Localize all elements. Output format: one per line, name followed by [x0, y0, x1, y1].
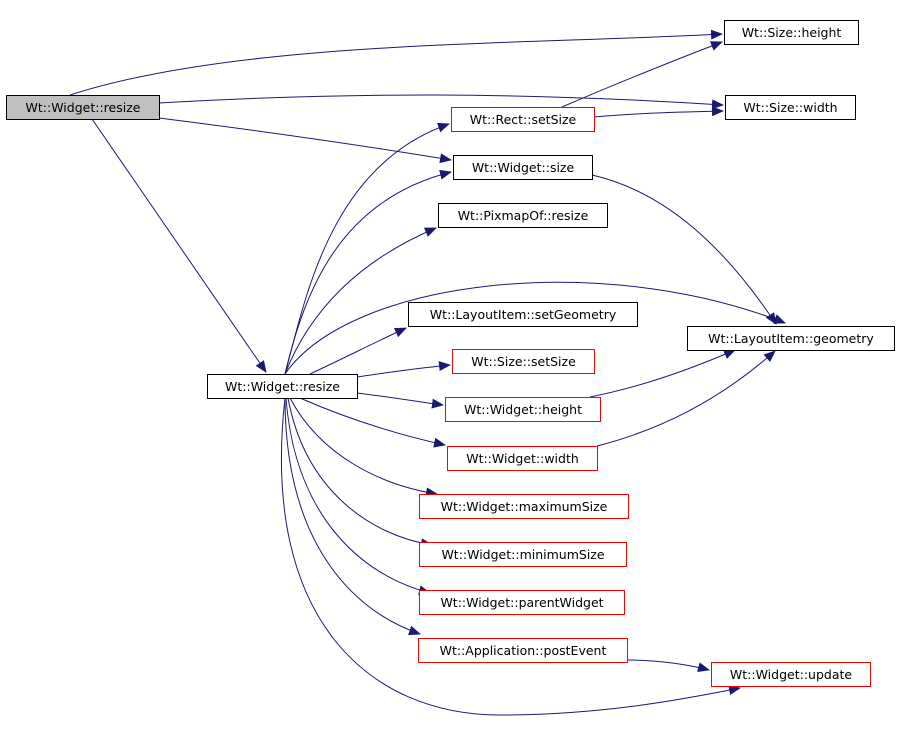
node-box	[207, 374, 358, 399]
node-label: Wt::Widget::update	[730, 667, 852, 682]
node-size_height[interactable]: Wt::Size::height	[724, 20, 859, 45]
edge-widget_resize2-to-rect_setsize	[284, 122, 450, 375]
node-app_postevent[interactable]: Wt::Application::postEvent	[418, 638, 628, 663]
node-box	[438, 203, 608, 228]
node-widget_update[interactable]: Wt::Widget::update	[711, 662, 871, 687]
node-pixmap_resize[interactable]: Wt::PixmapOf::resize	[438, 203, 608, 228]
node-label: Wt::Size::setSize	[471, 354, 576, 369]
node-box	[687, 326, 895, 351]
edge-widget_resize2-to-app_postevent	[284, 397, 421, 636]
node-label: Wt::LayoutItem::setGeometry	[430, 307, 617, 322]
node-layout_setgeometry[interactable]: Wt::LayoutItem::setGeometry	[408, 302, 638, 327]
edge-widget_resize2-to-widget_parent	[285, 397, 431, 596]
node-widget_width[interactable]: Wt::Widget::width	[447, 446, 598, 471]
node-box	[452, 349, 595, 374]
node-label: Wt::Widget::resize	[225, 379, 340, 394]
node-box	[419, 494, 629, 519]
edge-widget_resize2-to-widget_update	[280, 397, 741, 716]
edge-widget_resize2-to-widget_size	[284, 169, 452, 375]
node-box	[6, 95, 160, 120]
node-label: Wt::Size::height	[742, 25, 842, 40]
edge-widget_resize2-to-widget_maxsize	[289, 397, 438, 498]
node-size_width[interactable]: Wt::Size::width	[725, 95, 856, 120]
node-root[interactable]: Wt::Widget::resize	[6, 95, 160, 120]
node-box	[408, 302, 638, 327]
edge-widget_resize2-to-widget_minsize	[287, 397, 433, 549]
edge-root-to-widget_resize2	[91, 118, 267, 373]
node-label: Wt::Widget::maximumSize	[441, 499, 608, 514]
edge-root-to-size_height	[69, 29, 723, 96]
node-box	[445, 397, 601, 422]
edge-root-to-widget_size	[158, 117, 452, 164]
node-widget_size[interactable]: Wt::Widget::size	[453, 155, 593, 180]
node-label: Wt::Application::postEvent	[440, 643, 607, 658]
node-widget_minsize[interactable]: Wt::Widget::minimumSize	[419, 542, 627, 567]
node-label: Wt::Widget::resize	[26, 100, 141, 115]
node-rect_setsize[interactable]: Wt::Rect::setSize	[451, 107, 595, 132]
node-label: Wt::Size::width	[743, 100, 837, 115]
edge-widget_width-to-layout_geometry	[596, 350, 776, 447]
edge-rect_setsize-to-size_height	[561, 41, 723, 108]
node-label: Wt::PixmapOf::resize	[458, 208, 589, 223]
edge-app_postevent-to-widget_update	[626, 659, 710, 673]
node-label: Wt::Widget::height	[464, 402, 582, 417]
node-box	[724, 20, 859, 45]
node-size_setsize[interactable]: Wt::Size::setSize	[452, 349, 595, 374]
node-box	[419, 590, 625, 615]
node-widget_height[interactable]: Wt::Widget::height	[445, 397, 601, 422]
node-layout_geometry[interactable]: Wt::LayoutItem::geometry	[687, 326, 895, 351]
edge-root-to-size_width	[158, 94, 724, 110]
node-widget_resize2[interactable]: Wt::Widget::resize	[207, 374, 358, 399]
edge-widget_resize2-to-widget_width	[299, 397, 446, 448]
node-widget_parent[interactable]: Wt::Widget::parentWidget	[419, 590, 625, 615]
edge-widget_resize2-to-size_setsize	[356, 361, 451, 378]
node-label: Wt::Rect::setSize	[470, 112, 577, 127]
edge-widget_height-to-layout_geometry	[589, 349, 736, 398]
node-box	[453, 155, 593, 180]
node-box	[418, 638, 628, 663]
node-widget_maxsize[interactable]: Wt::Widget::maximumSize	[419, 494, 629, 519]
node-box	[419, 542, 627, 567]
node-label: Wt::Widget::minimumSize	[441, 547, 604, 562]
edge-widget_resize2-to-widget_height	[356, 392, 444, 409]
node-box	[447, 446, 598, 471]
edges-layer	[69, 29, 786, 716]
edge-widget_resize2-to-layout_geometry	[284, 281, 786, 375]
node-box	[451, 107, 595, 132]
edge-widget_resize2-to-layout_setgeometry	[309, 327, 407, 375]
node-label: Wt::LayoutItem::geometry	[708, 331, 874, 346]
edge-widget_size-to-layout_geometry	[591, 174, 777, 325]
node-label: Wt::Widget::parentWidget	[440, 595, 603, 610]
node-box	[725, 95, 856, 120]
nodes-layer: Wt::Widget::resize Wt::Size::heightWt::Si…	[6, 20, 895, 687]
node-label: Wt::Widget::width	[466, 451, 579, 466]
edge-widget_resize2-to-pixmap_resize	[284, 227, 437, 375]
edge-rect_setsize-to-size_width	[593, 106, 724, 118]
node-label: Wt::Widget::size	[472, 160, 575, 175]
node-box	[711, 662, 871, 687]
